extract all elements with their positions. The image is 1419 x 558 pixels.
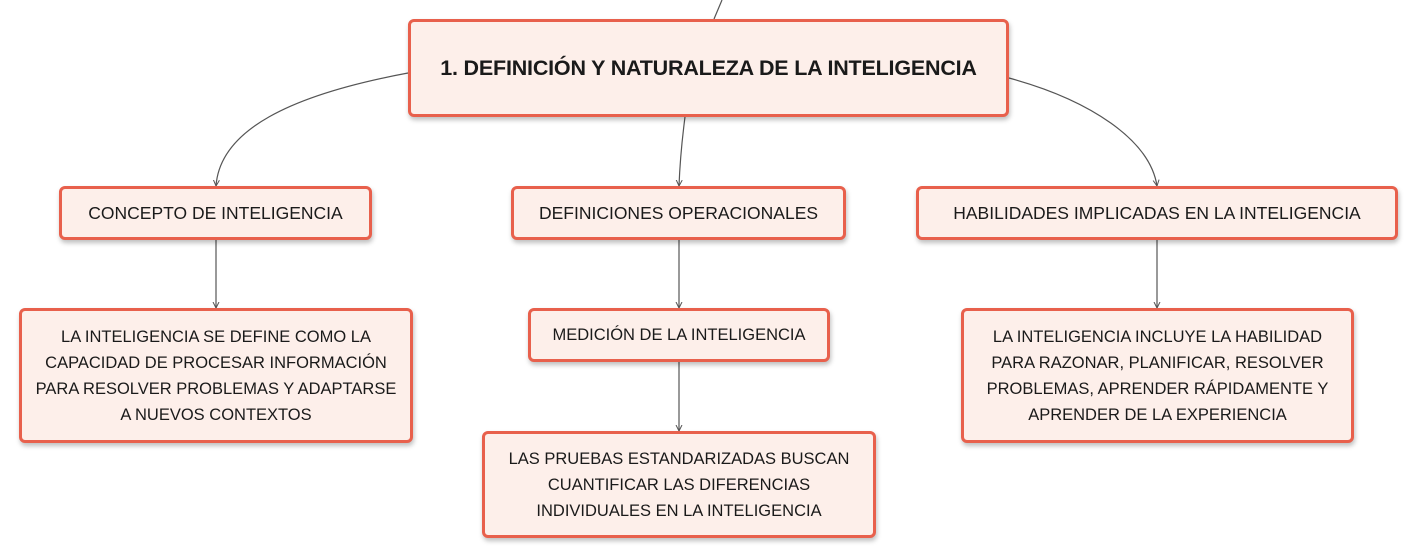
topic-habilidades[interactable]: HABILIDADES IMPLICADAS EN LA INTELIGENCI… xyxy=(916,186,1398,240)
subtopic-pruebas-estandarizadas[interactable]: LAS PRUEBAS ESTANDARIZADAS BUSCAN CUANTI… xyxy=(482,431,876,538)
connector-parent-to-root xyxy=(713,0,723,20)
subtopic-concepto-definicion-label: LA INTELIGENCIA SE DEFINE COMO LA CAPACI… xyxy=(35,327,397,424)
subtopic-medicion[interactable]: MEDICIÓN DE LA INTELIGENCIA xyxy=(528,308,830,362)
topic-concepto[interactable]: CONCEPTO DE INTELIGENCIA xyxy=(59,186,372,240)
topic-habilidades-label: HABILIDADES IMPLICADAS EN LA INTELIGENCI… xyxy=(953,202,1361,223)
connector-root-to-habilidades xyxy=(1008,77,1157,186)
connector-root-to-concepto xyxy=(216,72,409,186)
subtopic-medicion-label: MEDICIÓN DE LA INTELIGENCIA xyxy=(552,326,806,344)
topic-definiciones[interactable]: DEFINICIONES OPERACIONALES xyxy=(511,186,846,240)
root-topic-label: 1. DEFINICIÓN Y NATURALEZA DE LA INTELIG… xyxy=(440,55,977,80)
connector-root-to-definiciones xyxy=(679,116,686,186)
subtopic-habilidades-detalle[interactable]: LA INTELIGENCIA INCLUYE LA HABILIDAD PAR… xyxy=(961,308,1354,443)
subtopic-concepto-definicion[interactable]: LA INTELIGENCIA SE DEFINE COMO LA CAPACI… xyxy=(19,308,413,443)
topic-concepto-label: CONCEPTO DE INTELIGENCIA xyxy=(88,202,343,223)
subtopic-habilidades-detalle-label: LA INTELIGENCIA INCLUYE LA HABILIDAD PAR… xyxy=(986,327,1329,424)
topic-definiciones-label: DEFINICIONES OPERACIONALES xyxy=(538,202,819,223)
subtopic-pruebas-estandarizadas-label: LAS PRUEBAS ESTANDARIZADAS BUSCAN CUANTI… xyxy=(508,449,850,520)
root-topic[interactable]: 1. DEFINICIÓN Y NATURALEZA DE LA INTELIG… xyxy=(408,19,1009,117)
